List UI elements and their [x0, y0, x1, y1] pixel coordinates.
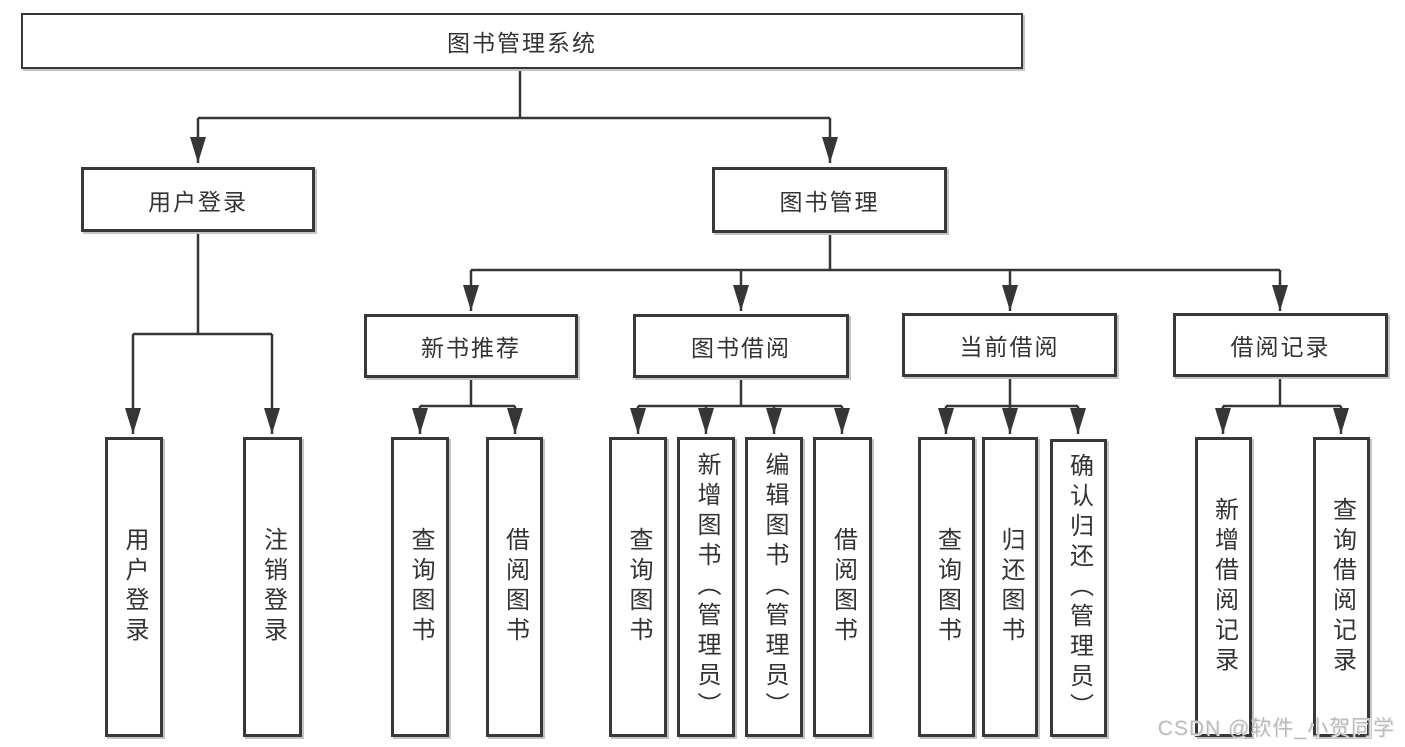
node-new-book-recommend: 新书推荐: [364, 314, 578, 378]
node-label: 新增借阅记录: [1210, 497, 1238, 677]
leaf-bb-query-books: 查询图书: [609, 437, 667, 737]
leaf-br-add-borrow-record: 新增借阅记录: [1195, 437, 1252, 737]
node-library-management-system: 图书管理系统: [21, 13, 1023, 69]
leaf-cb-confirm-return-admin: 确认归还（管理员）: [1050, 439, 1107, 737]
node-label: 查询借阅记录: [1328, 497, 1356, 677]
node-label: 查询图书: [933, 527, 961, 647]
node-label: 借阅图书: [829, 527, 857, 647]
node-current-borrow: 当前借阅: [902, 313, 1117, 377]
node-book-management: 图书管理: [712, 167, 947, 233]
node-label: 借阅图书: [501, 527, 529, 647]
leaf-user-login: 用户登录: [105, 437, 163, 737]
node-label: 借阅记录: [1230, 334, 1331, 360]
node-label: 归还图书: [997, 527, 1024, 647]
leaf-bb-add-books-admin: 新增图书（管理员）: [677, 437, 735, 737]
node-label: 查询图书: [407, 527, 434, 647]
leaf-cb-return-books: 归还图书: [982, 437, 1038, 737]
watermark: CSDN @软件_小贺同学: [1157, 717, 1395, 740]
node-label: 编辑图书（管理员）: [761, 452, 788, 722]
node-label: 用户登录: [121, 527, 148, 647]
node-label: 新书推荐: [421, 335, 521, 361]
leaf-bb-borrow-books: 借阅图书: [813, 437, 872, 737]
node-book-borrow: 图书借阅: [633, 314, 849, 378]
leaf-bb-edit-books-admin: 编辑图书（管理员）: [745, 437, 803, 737]
node-label: 图书借阅: [691, 335, 791, 361]
node-label: 图书管理: [779, 189, 880, 215]
node-label: 查询图书: [625, 527, 652, 647]
leaf-nbr-borrow-books: 借阅图书: [486, 437, 543, 737]
node-label: 注销登录: [259, 527, 287, 647]
leaf-nbr-query-books: 查询图书: [391, 437, 449, 737]
node-borrow-records: 借阅记录: [1173, 313, 1388, 377]
leaf-br-query-borrow-record: 查询借阅记录: [1313, 437, 1370, 737]
node-label: 用户登录: [148, 188, 248, 215]
node-label: 确认归还（管理员）: [1065, 453, 1093, 723]
node-label: 当前借阅: [959, 334, 1060, 360]
node-label: 图书管理系统: [447, 30, 597, 56]
leaf-cb-query-books: 查询图书: [918, 437, 975, 737]
node-user-login: 用户登录: [81, 167, 315, 232]
node-label: 新增图书（管理员）: [693, 452, 720, 722]
leaf-logout-login: 注销登录: [243, 437, 302, 737]
